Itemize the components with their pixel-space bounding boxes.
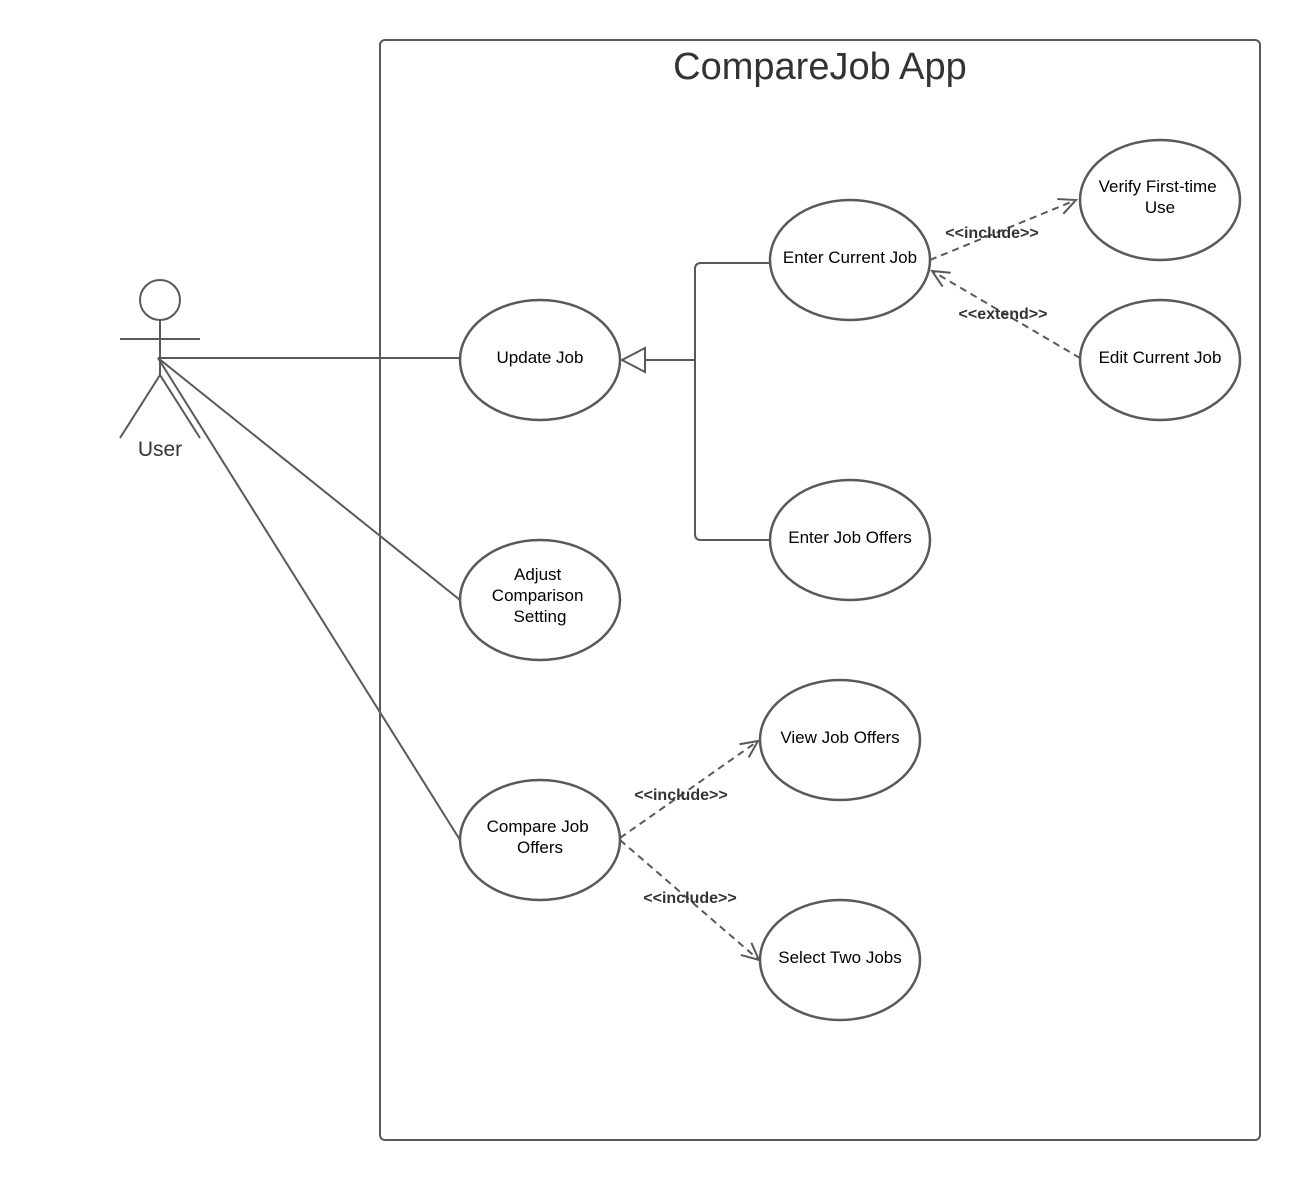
generalization-arrowhead [619, 346, 646, 374]
use-case-label: Edit Current Job [1099, 348, 1222, 367]
label-include-view: <<include>> [634, 787, 727, 804]
use-case-label: Enter Job Offers [788, 528, 911, 547]
use-case-label-line-2: Offers [517, 838, 563, 857]
label-include-select: <<include>> [643, 890, 736, 907]
actor-head [139, 279, 181, 321]
use-case-label-line-1: Verify First-time [1099, 177, 1217, 196]
association-adjust-comparison [157, 357, 461, 601]
svg-text:Verify First-time Use: Verify First-time Use [1099, 177, 1222, 217]
use-case-label: Update Job [497, 348, 584, 367]
use-case-edit-current-job: Edit Current Job [1078, 298, 1242, 422]
use-case-label-line-1: Compare Job [487, 817, 589, 836]
use-case-verify-first-time-use: Verify First-time Use [1078, 138, 1242, 262]
use-case-update-job: Update Job [458, 298, 622, 422]
svg-text:Select Two Jobs: Select Two Jobs [778, 948, 901, 967]
actor-label: User [138, 438, 182, 461]
use-case-label: Enter Current Job [783, 248, 917, 267]
use-case-label-line-2: Use [1145, 198, 1175, 217]
use-case-label-line-2: Comparison [492, 586, 584, 605]
svg-text:Enter Current Job: Enter Current Job [783, 248, 917, 267]
use-case-enter-current-job: Enter Current Job [768, 198, 932, 322]
actor-user: User [119, 279, 201, 461]
use-case-label: View Job Offers [780, 728, 899, 747]
use-case-adjust-comparison-setting: Adjust Comparison Setting [458, 538, 622, 662]
svg-text:Adjust Comparison: Adjust Comparison Setting [492, 565, 588, 626]
label-include-verify: <<include>> [945, 225, 1038, 242]
dependency-include-verify [929, 200, 1076, 261]
dependency-include-select [619, 839, 759, 960]
use-case-label-line-3: Setting [514, 607, 567, 626]
use-case-label-line-1: Adjust [514, 565, 562, 584]
label-extend-edit: <<extend>> [959, 306, 1048, 323]
dependency-extend-edit [932, 271, 1081, 359]
system-boundary [379, 39, 1261, 1141]
svg-text:Edit Current Job: Edit Current Job [1099, 348, 1222, 367]
association-compare-job-offers [157, 357, 461, 841]
use-case-label: Select Two Jobs [778, 948, 901, 967]
generalization-branch [694, 262, 770, 541]
use-case-select-two-jobs: Select Two Jobs [758, 898, 922, 1022]
use-case-enter-job-offers: Enter Job Offers [768, 478, 932, 602]
actor-left-leg [119, 374, 161, 439]
system-title: CompareJob App [673, 46, 967, 88]
dependency-include-view [619, 741, 758, 839]
svg-text:Enter Job Offers: Enter Job Offers [788, 528, 911, 547]
svg-text:Compare Job Offers: Compare Job Offers [487, 817, 594, 857]
actor-right-leg [159, 374, 201, 439]
use-case-compare-job-offers: Compare Job Offers [458, 778, 622, 902]
svg-text:Update Job: Update Job [497, 348, 584, 367]
use-case-view-job-offers: View Job Offers [758, 678, 922, 802]
svg-text:View Job Offers: View Job Offers [780, 728, 899, 747]
